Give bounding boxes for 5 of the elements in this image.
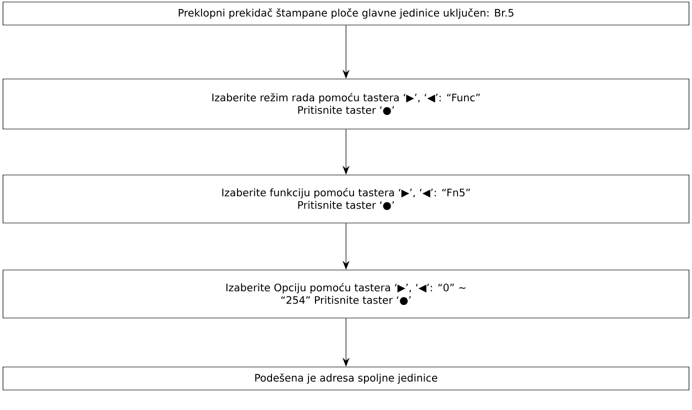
process-box: Izaberite režim rada pomoću tastera ‘▶’, ‘◀’: “Func” Pritisnite taster ‘●’ bbox=[2, 78, 690, 130]
process-box: Izaberite funkciju pomoću tastera ‘▶’, ‘◀’: “Fn5” Pritisnite taster ‘●’ bbox=[2, 174, 690, 224]
process-box: Podešena je adresa spoljne jedinice bbox=[2, 366, 690, 390]
process-box: Izaberite Opciju pomoću tastera ‘▶’, ‘◀’: “0” ~ “254” Pritisnite taster ‘●’ bbox=[2, 270, 690, 318]
process-box: Preklopni prekidač štampane ploče glavne jedinice uključen: Br.5 bbox=[2, 2, 690, 26]
